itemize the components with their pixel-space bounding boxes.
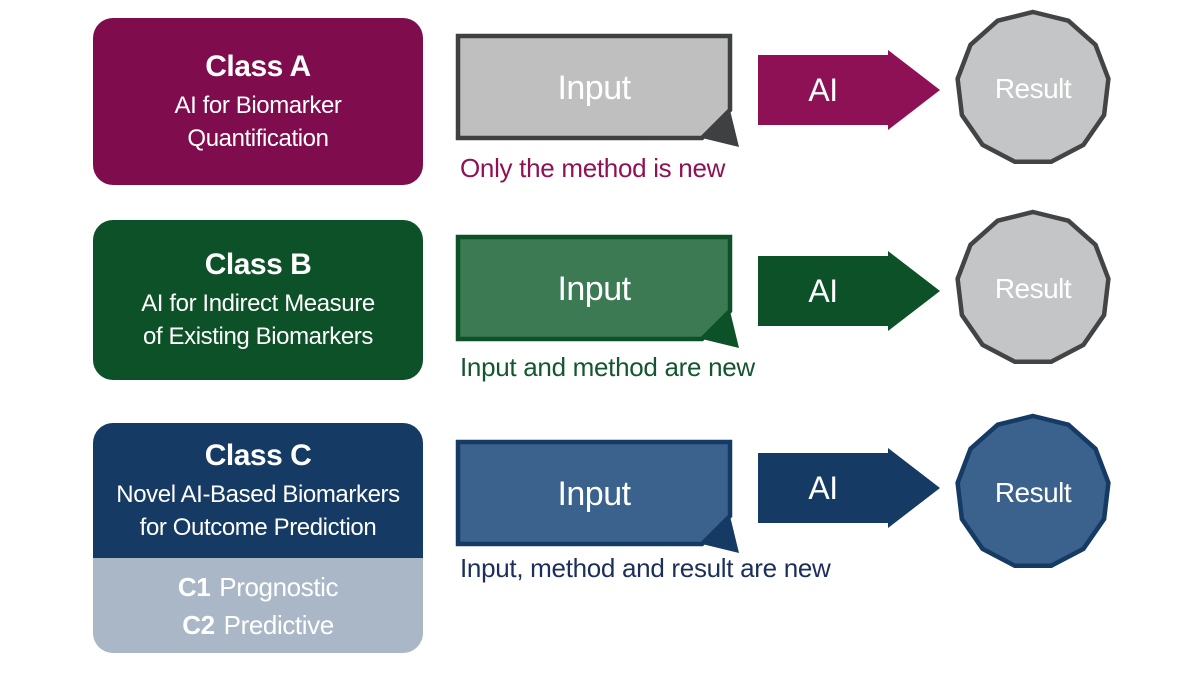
result-shape-c bbox=[955, 413, 1111, 569]
input-fold-corner-c bbox=[702, 516, 739, 553]
ai-arrow-shape-a bbox=[758, 50, 940, 130]
ai-label-a: AI bbox=[808, 72, 837, 108]
input-label-a: Input bbox=[557, 69, 631, 107]
subclass-c1-label: Prognostic bbox=[219, 571, 339, 602]
subclass-c2: C2 Predictive bbox=[182, 608, 334, 642]
input-label-b: Input bbox=[557, 270, 631, 308]
input-fold-corner-a bbox=[702, 110, 739, 147]
class-c-subtitle-line-2: for Outcome Prediction bbox=[139, 513, 377, 541]
result-polygon-c: Result bbox=[955, 413, 1111, 569]
class-c-title: Class C bbox=[204, 438, 312, 472]
result-label-a: Result bbox=[995, 73, 1072, 104]
subclass-c1-code: C1 bbox=[177, 571, 211, 602]
class-b-subtitle-line-1: AI for Indirect Measure bbox=[141, 290, 375, 317]
input-document-shape-a: Input bbox=[455, 33, 739, 147]
result-label-c: Result bbox=[995, 477, 1072, 508]
input-fold-corner-b bbox=[702, 311, 739, 348]
class-b-card: Class B AI for Indirect Measure of Exist… bbox=[93, 220, 423, 380]
result-polygon-a: Result bbox=[955, 9, 1111, 165]
class-c-main-section: Class C Novel AI-Based Biomarkers for Ou… bbox=[93, 423, 423, 558]
class-c-card: Class C Novel AI-Based Biomarkers for Ou… bbox=[93, 423, 423, 653]
ai-arrow-a: AI bbox=[758, 50, 940, 130]
ai-arrow-c: AI bbox=[758, 448, 940, 528]
input-label-c: Input bbox=[557, 475, 631, 513]
result-polygon-b: Result bbox=[955, 209, 1111, 365]
class-a-subtitle-line-1: AI for Biomarker bbox=[174, 91, 342, 119]
class-c-subtitle-line-1: Novel AI-Based Biomarkers bbox=[116, 480, 400, 508]
caption-b: Input and method are new bbox=[460, 352, 755, 382]
result-shape-b bbox=[955, 209, 1111, 365]
class-b-subtitle-line-2: of Existing Biomarkers bbox=[143, 323, 373, 350]
class-a-title: Class A bbox=[205, 49, 311, 83]
class-c-subclasses-section: C1 Prognostic C2 Predictive bbox=[93, 558, 423, 653]
ai-arrow-shape-b bbox=[758, 251, 940, 331]
input-document-shape-b: Input bbox=[455, 234, 739, 348]
ai-label-c: AI bbox=[808, 470, 837, 506]
result-label-b: Result bbox=[995, 273, 1072, 304]
subclass-c2-label: Predictive bbox=[223, 609, 335, 640]
result-shape-a bbox=[955, 9, 1111, 165]
class-a-card: Class A AI for Biomarker Quantification bbox=[93, 18, 423, 185]
ai-arrow-shape-c bbox=[758, 448, 940, 528]
ai-label-b: AI bbox=[808, 273, 837, 309]
class-a-subtitle-line-2: Quantification bbox=[187, 124, 329, 152]
class-b-title: Class B bbox=[204, 248, 312, 281]
ai-arrow-b: AI bbox=[758, 251, 940, 331]
caption-c: Input, method and result are new bbox=[460, 553, 831, 583]
input-document-shape-c: Input bbox=[455, 439, 739, 553]
subclass-c1: C1 Prognostic bbox=[177, 570, 339, 604]
caption-a: Only the method is new bbox=[460, 153, 726, 183]
subclass-c2-code: C2 bbox=[182, 609, 215, 640]
